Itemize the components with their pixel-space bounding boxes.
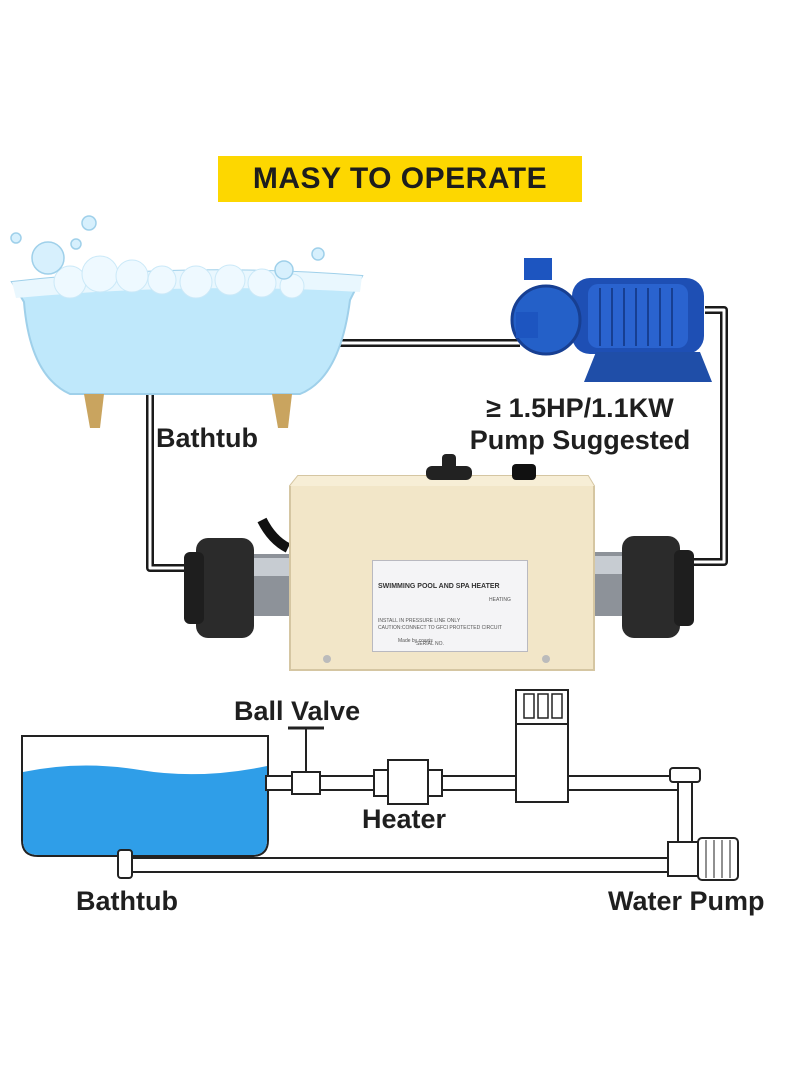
pump-symbol	[667, 837, 739, 881]
plate-made-by: Made by coaxis	[398, 638, 433, 644]
bathtub-image	[10, 215, 364, 428]
plate-serial: SERIAL NO.	[416, 641, 444, 647]
label-bathtub-top: Bathtub	[156, 423, 258, 453]
label-pump-spec: ≥ 1.5HP/1.1KW Pump Suggested	[440, 392, 720, 456]
banner-text: MASY TO OPERATE	[252, 162, 548, 195]
filter-symbol	[515, 689, 569, 803]
label-bathtub-bottom: Bathtub	[76, 886, 178, 916]
schematic-bathtub	[21, 735, 269, 857]
label-pump-spec-line1: ≥ 1.5HP/1.1KW	[486, 393, 674, 423]
label-water-pump: Water Pump	[608, 886, 765, 916]
ball-valve-symbol	[288, 726, 324, 795]
label-heater: Heater	[362, 804, 447, 834]
plate-install-note: INSTALL IN PRESSURE LINE ONLY	[378, 618, 461, 624]
label-ball-valve: Ball Valve	[234, 696, 361, 726]
banner: MASY TO OPERATE	[218, 156, 582, 202]
plate-caution: CAUTION:CONNECT TO GFCI PROTECTED CIRCUI…	[378, 625, 502, 631]
plate-title: SWIMMING POOL AND SPA HEATER	[378, 583, 500, 590]
label-pump-spec-line2: Pump Suggested	[469, 425, 691, 455]
heater-symbol	[373, 759, 443, 805]
heater-nameplate: SWIMMING POOL AND SPA HEATER INSTALL IN …	[372, 560, 528, 652]
plate-heating: HEATING	[489, 597, 511, 603]
water-pump-image	[510, 258, 712, 382]
